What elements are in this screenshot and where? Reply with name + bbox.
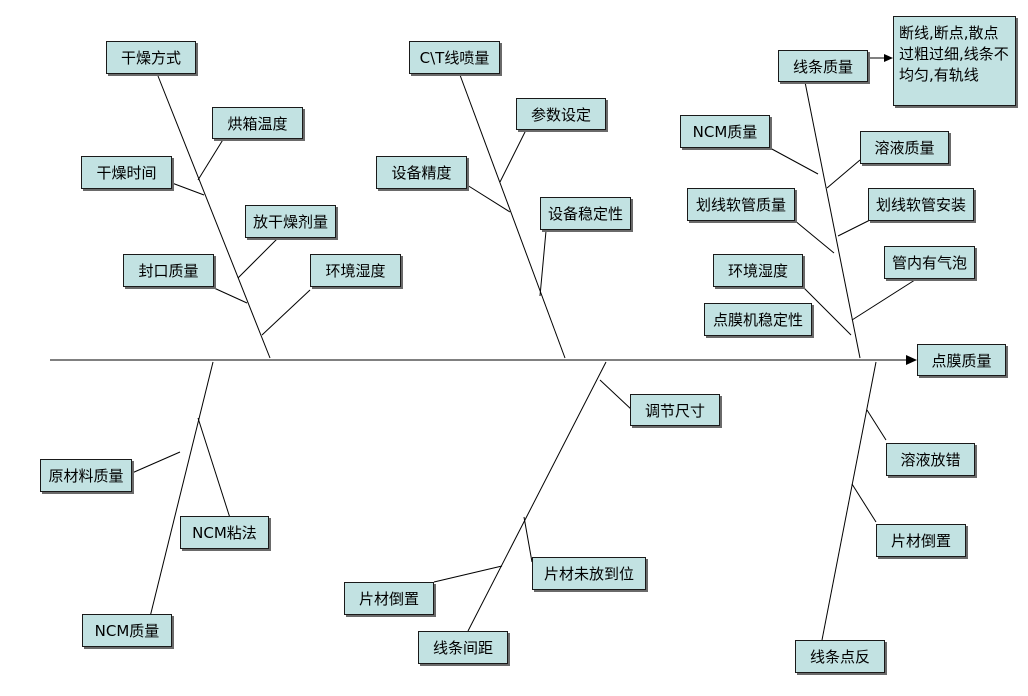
- cause-xtjj: 线条间距: [418, 631, 508, 664]
- cause-sbjd: 设备精度: [376, 156, 467, 189]
- sub-bone-pcdz-right: [851, 483, 877, 523]
- cause-hjsd-right: 环境湿度: [713, 254, 803, 287]
- cause-dmjwdx: 点膜机稳定性: [704, 303, 812, 336]
- cause-ctxzl: C\T线喷量: [409, 41, 500, 74]
- sub-bone-hxrgaz: [837, 219, 871, 237]
- bone-top-right: [804, 81, 861, 359]
- bone-bottom-left: [149, 361, 214, 618]
- sub-bone-tjcc: [599, 379, 633, 411]
- connector-arrowhead: [884, 54, 893, 62]
- effect-box: 点膜质量: [917, 344, 1006, 376]
- cause-ncm-bottom: NCM质量: [82, 614, 172, 647]
- sub-bone-hjsd-right: [802, 286, 852, 336]
- spine-arrowhead: [906, 355, 917, 365]
- cause-gnyqp: 管内有气泡: [884, 246, 975, 279]
- cause-pcdz-mid: 片材倒置: [344, 582, 434, 615]
- sub-bone-ncmzf: [197, 417, 231, 519]
- sub-bone-fgzj: [237, 237, 279, 279]
- sub-bone-gzsj: [171, 182, 205, 196]
- sub-bone-hxrgzl: [793, 219, 835, 254]
- cause-xtdf: 线条点反: [795, 640, 885, 673]
- sub-bone-ncm-top: [769, 147, 819, 175]
- sub-bone-cssd: [499, 129, 527, 183]
- cause-gzsj: 干燥时间: [81, 156, 172, 189]
- bone-top-middle: [459, 74, 566, 359]
- cause-hjsd-top: 环境湿度: [310, 254, 401, 287]
- cause-pcdz-right: 片材倒置: [876, 524, 966, 557]
- cause-tjcc: 调节尺寸: [630, 394, 720, 426]
- cause-ycl: 原材料质量: [40, 459, 132, 492]
- sub-bone-hjsd-top: [261, 289, 311, 336]
- sub-bone-rycf: [866, 409, 887, 441]
- cause-sbwdx: 设备稳定性: [540, 197, 631, 230]
- cause-pcwfdw: 片材未放到位: [532, 557, 646, 590]
- cause-gzfs: 干燥方式: [106, 41, 196, 74]
- sub-bone-pcwfdw: [523, 516, 533, 563]
- sub-bone-gnyqp: [851, 277, 919, 321]
- sub-bone-sbjd: [466, 184, 511, 213]
- cause-ncmzf: NCM粘法: [180, 516, 269, 549]
- sub-bone-ryzl: [826, 159, 861, 189]
- cause-hxrgaz: 划线软管安装: [868, 188, 974, 221]
- cause-cssd: 参数设定: [516, 98, 606, 130]
- cause-ncm-top: NCM质量: [680, 115, 770, 148]
- cause-fgzj: 放干燥剂量: [245, 205, 336, 238]
- sub-bone-pcdz-mid: [433, 565, 503, 583]
- bone-bottom-middle: [467, 361, 607, 632]
- sub-bone-fkzl: [213, 287, 248, 304]
- sub-bone-ycl: [131, 451, 181, 474]
- bone-bottom-right: [821, 361, 877, 641]
- cause-ryzl: 溶液质量: [860, 131, 949, 164]
- cause-hxwd: 烘箱温度: [212, 107, 303, 139]
- cause-xtzl-detail: 断线,断点,散点过粗过细,线条不均匀,有轨线: [893, 16, 1016, 106]
- sub-bone-hxwd: [197, 137, 225, 181]
- cause-xtzl: 线条质量: [778, 50, 868, 82]
- bone-top-left: [157, 75, 271, 359]
- cause-hxrgzl: 划线软管质量: [687, 188, 795, 221]
- sub-bone-sbwdx: [539, 230, 547, 297]
- cause-fkzl: 封口质量: [123, 254, 214, 287]
- cause-rycf: 溶液放错: [886, 443, 975, 476]
